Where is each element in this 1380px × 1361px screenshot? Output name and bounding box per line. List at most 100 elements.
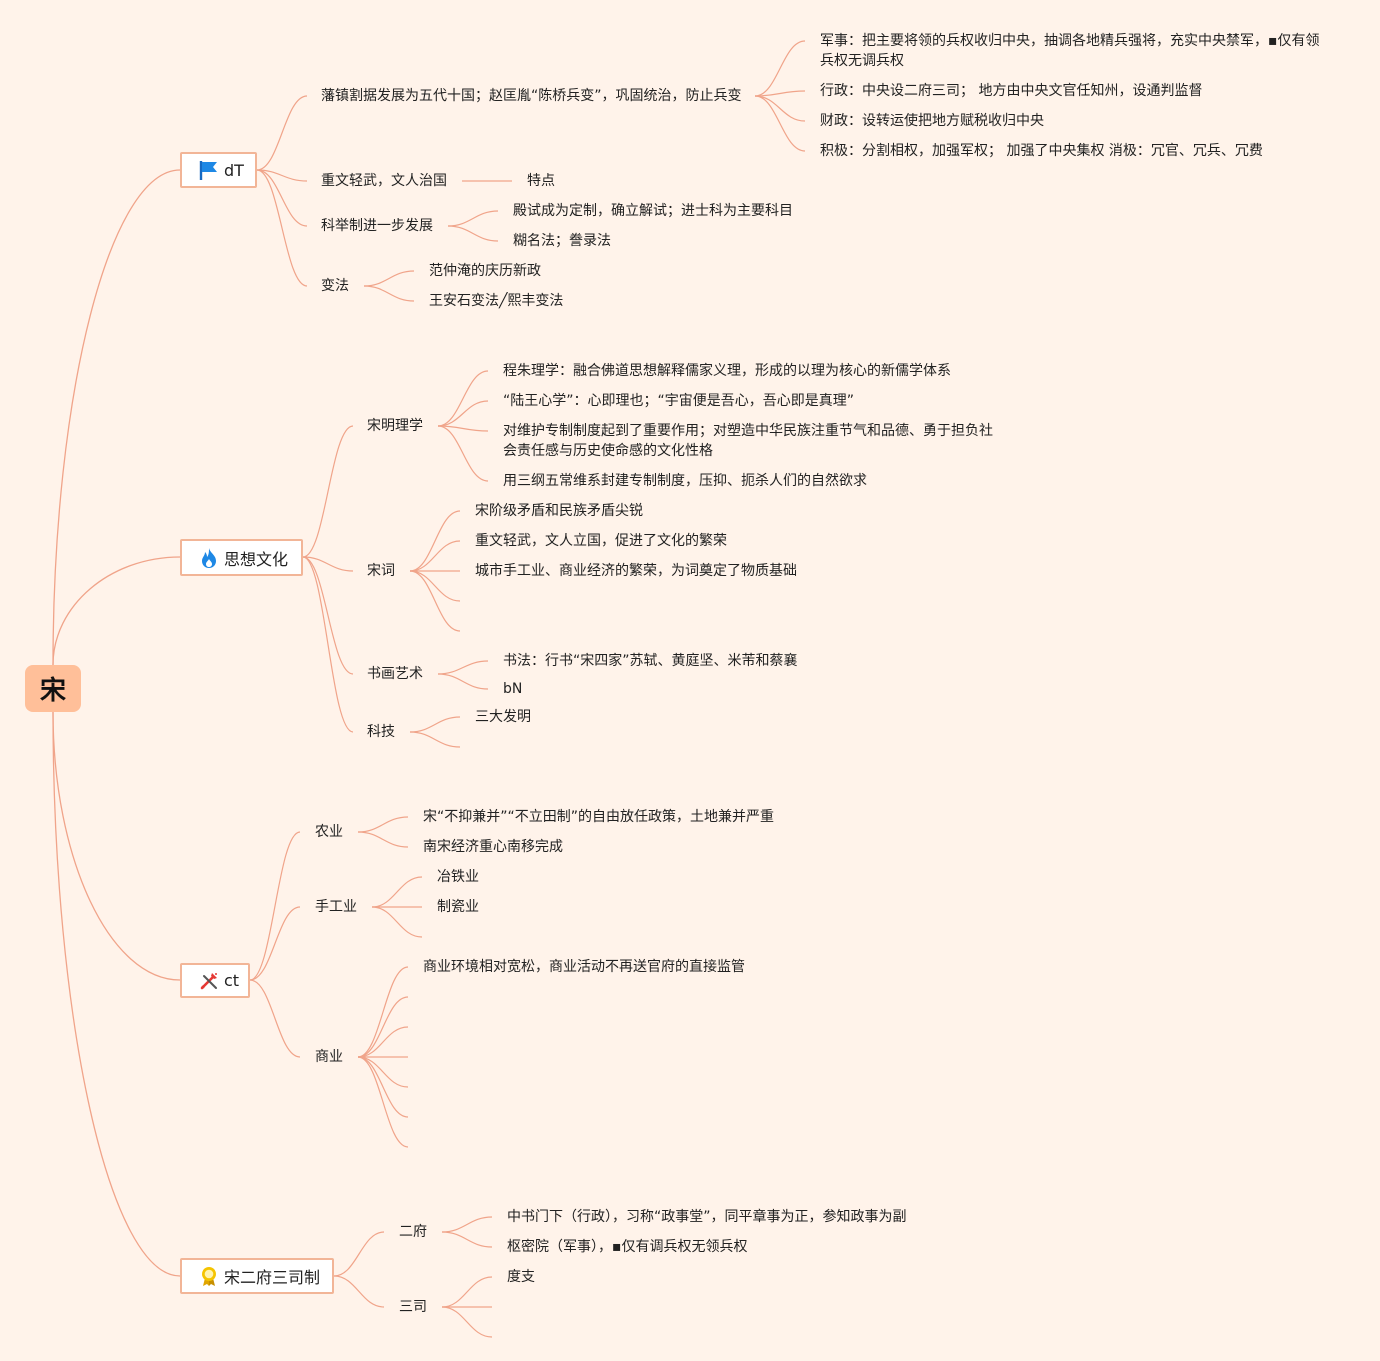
branch-node-dt[interactable]: dT (180, 152, 257, 188)
topic-sangang[interactable]: 用三纲五常维系封建专制制度，压抑、扼杀人们的自然欲求 (503, 473, 867, 489)
connector-line (256, 169, 308, 227)
connector-line (409, 570, 461, 632)
connector-line (371, 906, 423, 938)
connector-line (409, 731, 461, 748)
topic-shufa[interactable]: 书法：行书“宋四家”苏轼、黄庭坚、米芾和蔡襄 (503, 653, 798, 669)
topic-fan[interactable]: 范仲淹的庆历新政 (429, 263, 541, 279)
connector-line (333, 1231, 385, 1277)
root-node[interactable]: 宋 (25, 665, 81, 712)
connector-line (249, 831, 301, 981)
connector-line (363, 285, 415, 302)
topic-shuhua[interactable]: 书画艺术 (367, 666, 423, 682)
connector-line (363, 270, 415, 287)
branch-label: 思想文化 (224, 549, 289, 569)
topic-zhongwen2[interactable]: 重文轻武，文人立国，促进了文化的繁荣 (475, 533, 727, 549)
topic-luwang[interactable]: “陆王心学”：心即理也；“宇宙便是吾心，吾心即是真理” (503, 393, 855, 409)
topic-bianfa[interactable]: 变法 (321, 278, 349, 294)
topic-zhongwen[interactable]: 重文轻武，文人治国 (321, 173, 447, 189)
branch-label: dT (224, 160, 244, 180)
branch-label: 宋二府三司制 (224, 1268, 321, 1287)
topic-sanda[interactable]: 三大发明 (475, 709, 531, 725)
topic-shangye[interactable]: 商业 (315, 1049, 343, 1065)
topic-zhongshu[interactable]: 中书门下（行政），习称“政事堂”，同平章事为正，参知政事为副 (507, 1209, 907, 1225)
fire-icon (198, 547, 220, 569)
topic-keji[interactable]: 科技 (367, 724, 395, 740)
connector-line (447, 210, 499, 227)
connector-line (437, 425, 489, 432)
connector-line (437, 400, 489, 427)
topic-buyi[interactable]: 宋“不抑兼并”“不立田制”的自由放任政策，土地兼并严重 (423, 809, 775, 825)
topic-xingzheng[interactable]: 行政：中央设二府三司； 地方由中央文官任知州，设通判监督 (820, 83, 1203, 99)
connector-line (754, 95, 806, 152)
topic-dianshi[interactable]: 殿试成为定制，确立解试；进士科为主要科目 (513, 203, 793, 219)
topic-caizheng[interactable]: 财政：设转运使把地方赋税收归中央 (820, 113, 1044, 129)
branch-node-sixiang[interactable]: 思想文化 (180, 539, 303, 576)
topic-huanjing[interactable]: 商业环境相对宽松，商业活动不再送官府的直接监管 (423, 959, 745, 975)
connector-line (441, 1306, 493, 1338)
connector-line (302, 556, 354, 675)
connector-line (357, 1026, 409, 1058)
topic-zhici[interactable]: 制瓷业 (437, 899, 479, 915)
award-icon (198, 1265, 220, 1287)
trunk-line (52, 169, 181, 666)
connector-line (441, 1216, 493, 1233)
connector-line (437, 425, 489, 482)
connector-line (371, 876, 423, 908)
topic-junshi[interactable]: 军事：把主要将领的兵权收归中央，抽调各地精兵强将，充实中央禁军，▪仅有领兵权无调… (820, 33, 1320, 69)
connector-line (441, 1231, 493, 1248)
topic-fanzhen[interactable]: 藩镇割据发展为五代十国；赵匡胤“陈桥兵变”，巩固统治，防止兵变 (321, 88, 742, 104)
topic-shumi[interactable]: 枢密院（军事），▪仅有调兵权无领兵权 (507, 1239, 748, 1255)
connector-line (409, 540, 461, 572)
topic-nansong[interactable]: 南宋经济重心南移完成 (423, 839, 563, 855)
connector-line (437, 673, 489, 690)
connector-line (249, 979, 301, 1058)
topic-chengshi[interactable]: 城市手工业、商业经济的繁荣，为词奠定了物质基础 (475, 563, 797, 579)
topic-chengzhu[interactable]: 程朱理学：融合佛道思想解释儒家义理，形成的以理为核心的新儒学体系 (503, 363, 951, 379)
topic-tedian[interactable]: 特点 (527, 173, 555, 189)
topic-yetie[interactable]: 冶铁业 (437, 869, 479, 885)
connector-line (437, 660, 489, 675)
connector-line (409, 510, 461, 572)
connector-line (357, 1056, 409, 1148)
topic-songci[interactable]: 宋词 (367, 563, 395, 579)
connector-line (409, 716, 461, 733)
connector-line (302, 556, 354, 572)
topic-wang[interactable]: 王安石变法╱熙丰变法 (429, 293, 564, 309)
connector-line (256, 95, 308, 171)
connector-line (357, 831, 409, 848)
trunk-line (52, 711, 181, 981)
branch-node-erfusansi[interactable]: 宋二府三司制 (180, 1258, 334, 1294)
trunk-line (52, 556, 181, 666)
branch-label: ct (224, 971, 240, 990)
topic-bn[interactable]: bN (503, 681, 523, 697)
connector-line (409, 570, 461, 602)
flag-icon (198, 159, 220, 181)
connector-line (754, 95, 806, 122)
connector-line (754, 90, 806, 97)
topic-lixue[interactable]: 宋明理学 (367, 418, 423, 434)
connector-line (302, 556, 354, 733)
connector-line (302, 425, 354, 558)
connector-line (754, 40, 806, 97)
connector-line (256, 169, 308, 287)
topic-nongye[interactable]: 农业 (315, 824, 343, 840)
connector-line (333, 1275, 385, 1308)
topic-duzhi[interactable]: 度支 (507, 1269, 535, 1285)
tools-icon (198, 970, 220, 992)
topic-keju[interactable]: 科举制进一步发展 (321, 218, 433, 234)
topic-maodun[interactable]: 宋阶级矛盾和民族矛盾尖锐 (475, 503, 643, 519)
connector-line (441, 1276, 493, 1308)
connector-line (249, 906, 301, 981)
topic-weihu[interactable]: 对维护专制制度起到了重要作用；对塑造中华民族注重节气和品德、勇于担负社会责任感与… (503, 423, 993, 459)
connector-line (357, 966, 409, 1058)
connector-line (447, 225, 499, 242)
connector-line (437, 370, 489, 427)
topic-erfu[interactable]: 二府 (399, 1224, 427, 1240)
connector-line (256, 169, 308, 182)
branch-node-ct[interactable]: ct (180, 963, 250, 998)
topic-shougong[interactable]: 手工业 (315, 899, 357, 915)
topic-jiji[interactable]: 积极：分割相权，加强军权； 加强了中央集权 消极：冗官、冗兵、冗费 (820, 143, 1263, 159)
topic-sansi[interactable]: 三司 (399, 1299, 427, 1315)
topic-huming[interactable]: 糊名法；誊录法 (513, 233, 611, 249)
